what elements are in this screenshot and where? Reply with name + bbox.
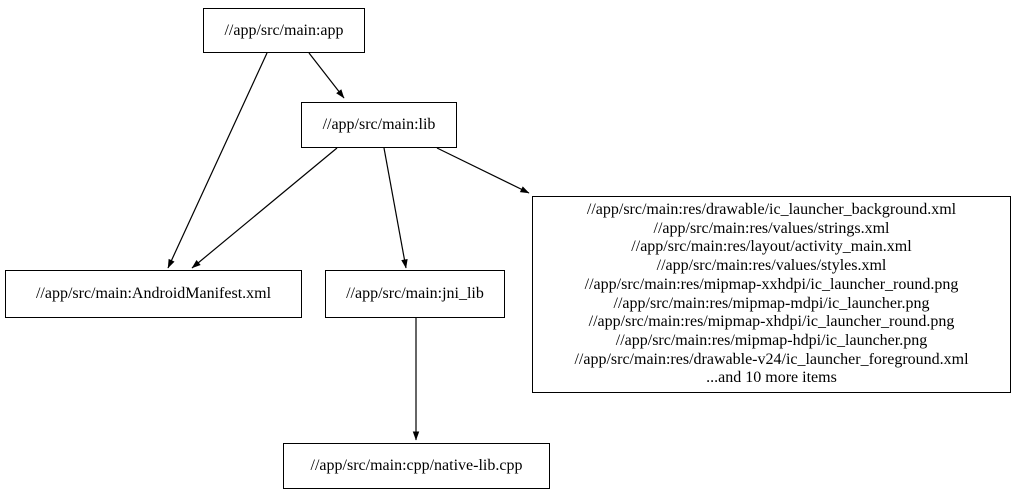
edge-lib-to-resources: [436, 147, 530, 194]
resource-line: //app/src/main:res/mipmap-xxhdpi/ic_laun…: [584, 275, 959, 293]
node-lib: //app/src/main:lib: [301, 102, 457, 148]
resource-line: //app/src/main:res/mipmap-hdpi/ic_launch…: [615, 331, 928, 349]
node-resources-group: //app/src/main:res/drawable/ic_launcher_…: [532, 196, 1011, 393]
node-android-manifest-label: //app/src/main:AndroidManifest.xml: [35, 285, 272, 302]
node-app-label: //app/src/main:app: [224, 21, 344, 39]
resource-line: //app/src/main:res/values/strings.xml: [653, 219, 890, 237]
edge-app-to-lib: [308, 52, 345, 99]
edge-lib-to-jni-lib: [383, 147, 408, 269]
edge-lib-to-manifest: [191, 147, 338, 269]
resource-line: //app/src/main:res/mipmap-mdpi/ic_launch…: [613, 294, 930, 312]
resource-line: //app/src/main:res/layout/activity_main.…: [631, 238, 912, 256]
resource-line: //app/src/main:res/mipmap-xhdpi/ic_launc…: [588, 313, 955, 331]
node-app: //app/src/main:app: [203, 8, 365, 53]
node-android-manifest: //app/src/main:AndroidManifest.xml: [5, 270, 302, 318]
resource-line: //app/src/main:res/drawable/ic_launcher_…: [586, 200, 957, 218]
node-jni-lib-label: //app/src/main:jni_lib: [346, 285, 484, 302]
resource-line: //app/src/main:res/values/styles.xml: [656, 257, 887, 275]
node-jni-lib: //app/src/main:jni_lib: [325, 270, 505, 318]
resource-line: //app/src/main:res/drawable-v24/ic_launc…: [574, 350, 969, 368]
node-native-lib-cpp-label: //app/src/main:cpp/native-lib.cpp: [310, 457, 523, 474]
edge-app-to-manifest: [167, 52, 268, 269]
resource-line-more-items: ...and 10 more items: [706, 369, 837, 387]
node-native-lib-cpp: //app/src/main:cpp/native-lib.cpp: [283, 443, 550, 489]
node-lib-label: //app/src/main:lib: [322, 116, 436, 133]
